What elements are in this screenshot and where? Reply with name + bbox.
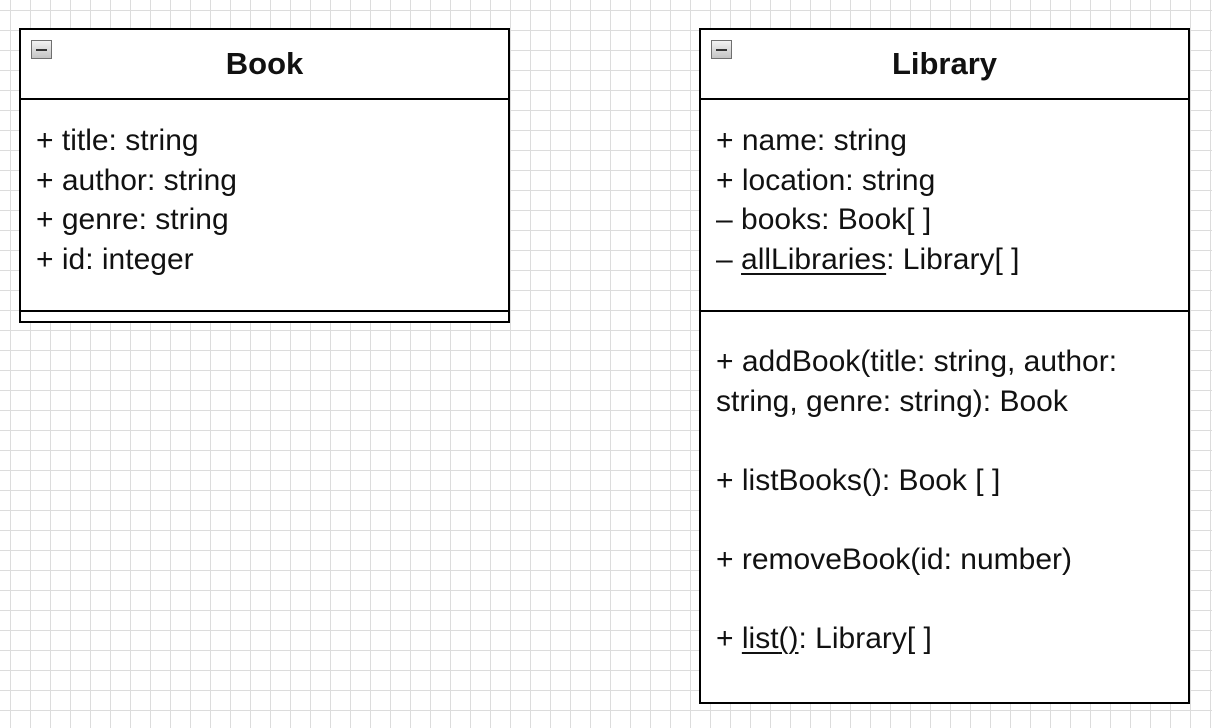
library-operation-add-book: + addBook(title: string, author: string,… bbox=[716, 342, 1166, 421]
library-attribute-name: + name: string bbox=[716, 121, 1188, 161]
attribute-type: : string bbox=[138, 203, 229, 236]
attribute-name: genre bbox=[61, 203, 139, 236]
attribute-type: : string bbox=[108, 124, 199, 157]
operation-name: addBook bbox=[741, 345, 861, 378]
visibility-marker: + bbox=[716, 621, 742, 655]
static-operation-parens: () bbox=[778, 621, 799, 655]
operation-signature: (id: number) bbox=[910, 542, 1072, 576]
visibility-marker: + bbox=[716, 124, 742, 157]
library-attribute-location: + location: string bbox=[716, 161, 1188, 201]
static-operation-name: list bbox=[741, 621, 779, 655]
library-operations-section[interactable]: + addBook(title: string, author: string,… bbox=[701, 312, 1188, 658]
library-class-box[interactable]: Library + name: string + location: strin… bbox=[699, 28, 1190, 704]
library-operation-list-books: + listBooks(): Book [ ] bbox=[716, 461, 1166, 501]
attribute-name: id bbox=[61, 242, 86, 276]
attribute-type: : string bbox=[845, 163, 936, 197]
library-attributes-section[interactable]: + name: string + location: string – book… bbox=[701, 100, 1188, 312]
attribute-type: : integer bbox=[85, 242, 194, 276]
book-operations-section[interactable] bbox=[21, 312, 508, 320]
attribute-type: : string bbox=[816, 124, 907, 157]
attribute-name: books bbox=[741, 203, 822, 236]
library-operation-remove-book: + removeBook(id: number) bbox=[716, 540, 1166, 580]
visibility-marker: + bbox=[716, 463, 742, 497]
attribute-name: name bbox=[741, 124, 817, 157]
visibility-marker: + bbox=[36, 242, 62, 276]
visibility-marker: + bbox=[36, 203, 62, 236]
operation-name: removeBook bbox=[741, 542, 911, 576]
visibility-marker: – bbox=[716, 203, 742, 236]
visibility-marker: + bbox=[716, 542, 742, 576]
visibility-marker: – bbox=[716, 242, 742, 276]
library-class-name: Library bbox=[891, 46, 998, 81]
attribute-type: : Book[ ] bbox=[821, 203, 932, 236]
book-attribute-id: + id: integer bbox=[36, 240, 508, 280]
operation-signature: (): Library[ ] bbox=[778, 621, 932, 655]
collapse-icon[interactable] bbox=[711, 40, 732, 59]
book-class-header[interactable]: Book bbox=[21, 30, 508, 100]
library-attribute-books: – books: Book[ ] bbox=[716, 200, 1188, 240]
operation-signature: (title: string, author: string, genre: s… bbox=[716, 345, 1118, 418]
book-class-name: Book bbox=[225, 46, 304, 81]
visibility-marker: + bbox=[36, 124, 62, 157]
visibility-marker: + bbox=[716, 163, 742, 197]
book-attribute-title: + title: string bbox=[36, 121, 508, 161]
attribute-type: : string bbox=[146, 163, 237, 197]
operation-signature: (): Book [ ] bbox=[861, 463, 1001, 497]
attribute-type: : Library[ ] bbox=[886, 242, 1020, 276]
visibility-marker: + bbox=[36, 163, 62, 197]
attribute-name: location bbox=[741, 163, 846, 197]
static-attribute-name: allLibraries bbox=[741, 242, 887, 276]
visibility-marker: + bbox=[716, 345, 742, 378]
library-attribute-all-libraries: – allLibraries: Library[ ] bbox=[716, 240, 1188, 280]
operation-name: listBooks bbox=[741, 463, 862, 497]
minus-icon bbox=[716, 48, 727, 51]
library-operation-list: + list(): Library[ ] bbox=[716, 619, 1166, 659]
book-attributes-section[interactable]: + title: string + author: string + genre… bbox=[21, 100, 508, 312]
attribute-name: author bbox=[61, 163, 147, 197]
minus-icon bbox=[36, 48, 47, 51]
attribute-name: title bbox=[61, 124, 109, 157]
book-class-box[interactable]: Book + title: string + author: string + … bbox=[19, 28, 510, 323]
book-attribute-author: + author: string bbox=[36, 161, 508, 201]
library-class-header[interactable]: Library bbox=[701, 30, 1188, 100]
book-attribute-genre: + genre: string bbox=[36, 200, 508, 240]
collapse-icon[interactable] bbox=[31, 40, 52, 59]
